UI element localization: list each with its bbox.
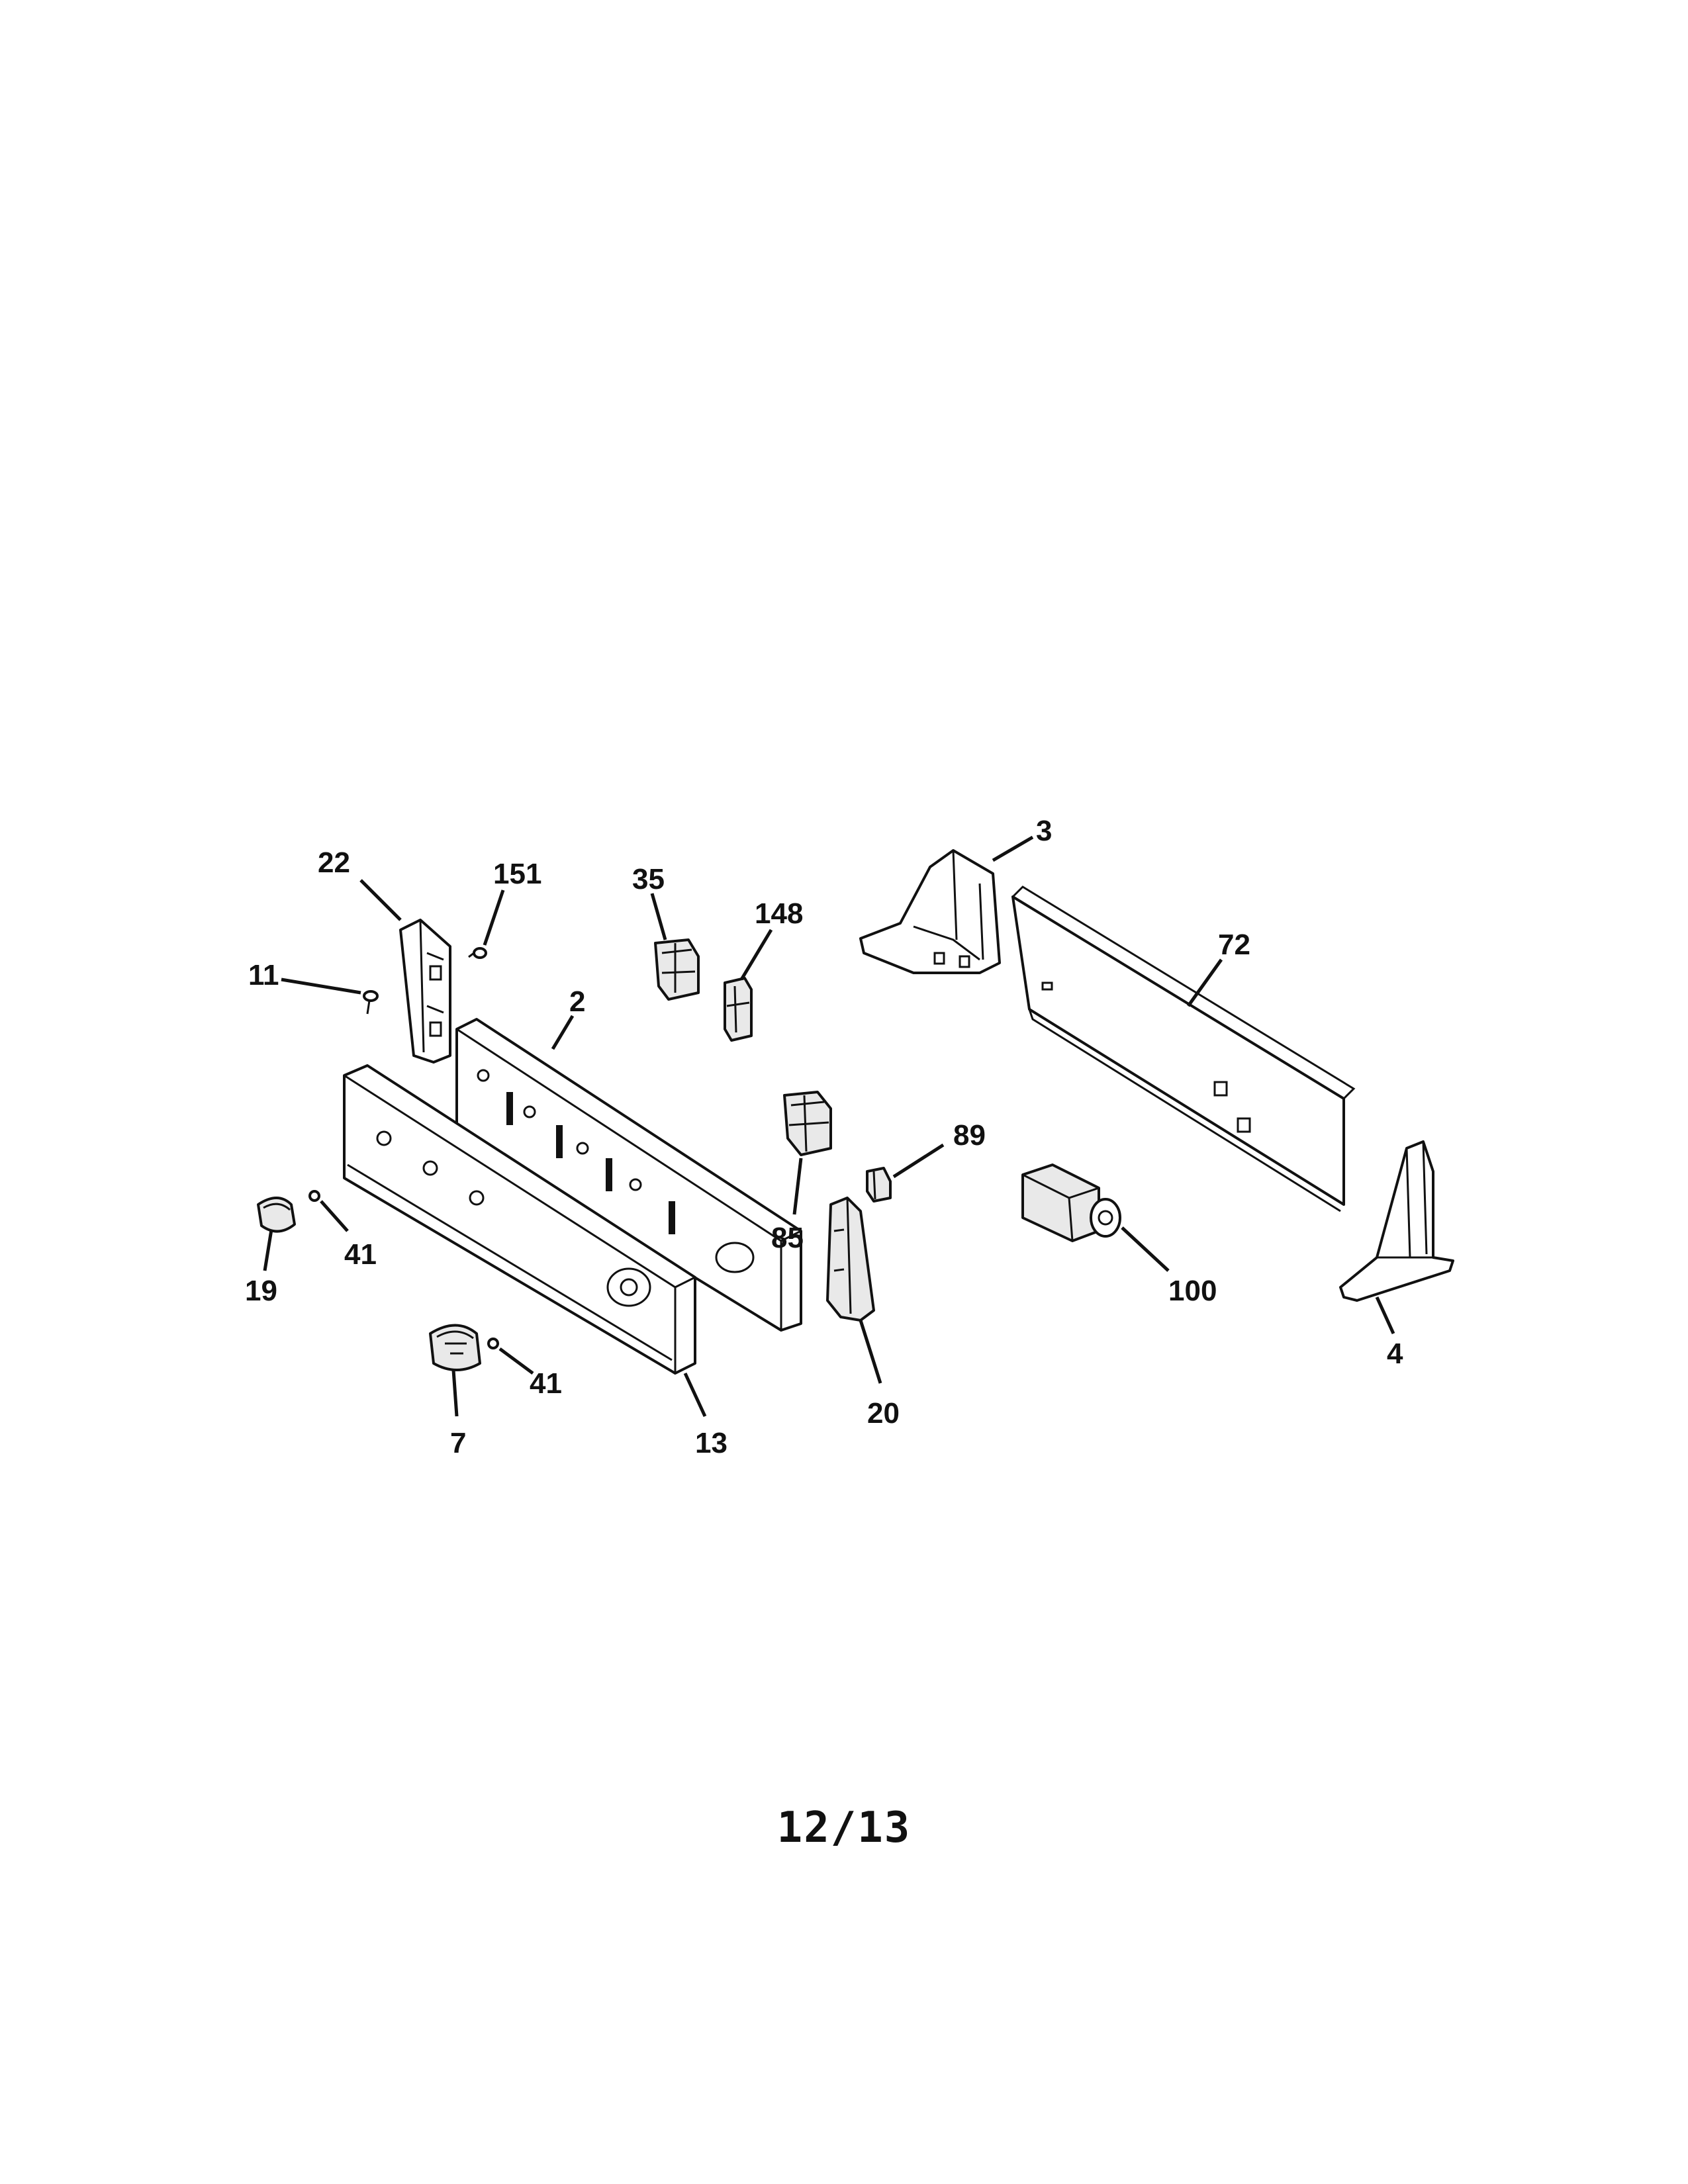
leader-148 (739, 929, 773, 981)
part-151-screw (468, 947, 487, 959)
callout-41-upper: 41 (344, 1238, 377, 1271)
leader-20 (859, 1320, 882, 1384)
callout-11: 11 (248, 959, 279, 991)
leader-35 (650, 893, 667, 940)
callout-100: 100 (1168, 1275, 1217, 1307)
part-85-switch (783, 1091, 832, 1156)
part-89-switch (866, 1167, 892, 1203)
callout-7: 7 (450, 1427, 466, 1459)
callout-41-lower: 41 (530, 1367, 562, 1400)
part-22-bracket (399, 919, 451, 1064)
part-41-clip-lower (487, 1338, 499, 1349)
part-35-switch (654, 938, 700, 1001)
callout-89: 89 (953, 1119, 986, 1152)
part-19-knob (257, 1197, 296, 1233)
leader-22 (359, 879, 402, 921)
leader-13 (683, 1372, 707, 1418)
leader-19 (263, 1229, 273, 1271)
leader-2 (551, 1015, 575, 1050)
leader-89 (892, 1143, 945, 1179)
leader-3 (992, 835, 1034, 862)
leader-41-upper (320, 1200, 349, 1232)
part-13-front-control-panel (343, 1064, 696, 1375)
callout-151: 151 (493, 858, 541, 890)
part-2-control-panel-frame (455, 1018, 802, 1332)
leader-41-lower (498, 1347, 534, 1375)
part-20-trim (826, 1197, 875, 1322)
leader-151 (483, 889, 505, 946)
callout-19: 19 (245, 1275, 277, 1307)
callout-4: 4 (1387, 1338, 1403, 1370)
leader-72 (1186, 958, 1223, 1007)
callout-13: 13 (695, 1427, 727, 1459)
part-7-knob (429, 1324, 481, 1371)
callout-148: 148 (755, 897, 803, 930)
leader-11 (281, 978, 361, 995)
part-100-timer (1021, 1163, 1121, 1242)
callout-22: 22 (318, 846, 350, 879)
part-4-end-cap-right (1339, 1140, 1454, 1302)
callout-20: 20 (867, 1397, 900, 1430)
callout-3: 3 (1036, 815, 1052, 847)
leader-7 (451, 1369, 459, 1417)
part-11-screw (363, 990, 379, 1015)
callout-2: 2 (569, 985, 585, 1018)
part-72-rear-panel (1011, 886, 1356, 1212)
part-41-clip-upper (308, 1190, 320, 1202)
leader-4 (1375, 1296, 1395, 1335)
part-3-end-cap-left (859, 849, 1001, 974)
callout-72: 72 (1218, 929, 1250, 961)
part-148-switch (724, 977, 753, 1042)
leader-85 (792, 1158, 803, 1215)
leader-100 (1121, 1226, 1170, 1272)
page-number: 12/13 (776, 1803, 912, 1852)
callout-85: 85 (771, 1222, 804, 1254)
callout-35: 35 (632, 863, 665, 895)
